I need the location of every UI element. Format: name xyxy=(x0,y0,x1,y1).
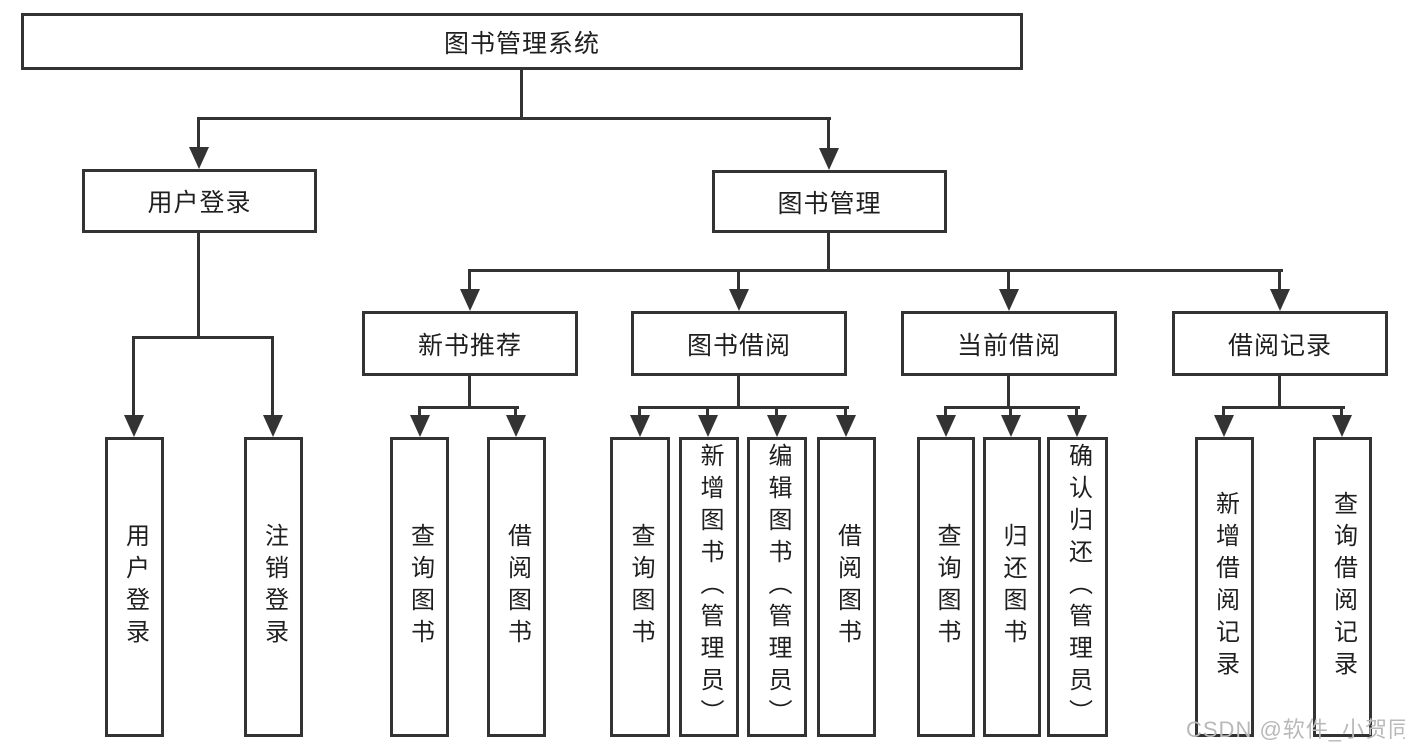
connector-line xyxy=(418,406,421,418)
connector-line xyxy=(638,406,849,409)
arrow-down-icon xyxy=(506,415,526,437)
leaf-label: 查询图书 xyxy=(406,523,434,651)
leaf-add-books-admin: 新增图书（管理员） xyxy=(679,437,739,737)
node-label: 借阅记录 xyxy=(1227,331,1332,360)
connector-line xyxy=(1340,406,1343,418)
leaf-user-login: 用户登录 xyxy=(105,437,164,737)
arrow-down-icon xyxy=(410,415,430,437)
leaf-query-books-current: 查询图书 xyxy=(917,437,975,737)
connector-line xyxy=(197,233,200,339)
connector-line xyxy=(827,117,830,150)
connector-line xyxy=(520,70,523,120)
node-user-login: 用户登录 xyxy=(82,169,317,233)
leaf-label: 借阅图书 xyxy=(833,523,861,651)
leaf-edit-books-admin: 编辑图书（管理员） xyxy=(747,437,807,737)
arrow-down-icon xyxy=(1332,415,1352,437)
leaf-query-books-recommend: 查询图书 xyxy=(390,437,449,737)
arrow-down-icon xyxy=(729,289,749,311)
arrow-down-icon xyxy=(1001,415,1021,437)
leaf-label: 归还图书 xyxy=(999,523,1026,651)
arrow-down-icon xyxy=(263,415,283,437)
connector-line xyxy=(706,406,709,418)
leaf-borrow-books: 借阅图书 xyxy=(817,437,876,737)
arrow-down-icon xyxy=(1270,289,1290,311)
arrow-down-icon xyxy=(124,415,144,437)
arrow-down-icon xyxy=(189,147,209,169)
leaf-label: 新增借阅记录 xyxy=(1211,491,1239,683)
arrow-down-icon xyxy=(819,148,839,170)
node-library-system: 图书管理系统 xyxy=(21,13,1023,70)
node-new-book-recommend: 新书推荐 xyxy=(362,311,578,376)
arrow-down-icon xyxy=(936,415,956,437)
connector-line xyxy=(197,117,831,120)
leaf-confirm-return-admin: 确认归还（管理员） xyxy=(1047,437,1108,737)
node-current-borrowing: 当前借阅 xyxy=(901,311,1117,376)
node-label: 图书借阅 xyxy=(686,331,791,360)
node-book-borrowing: 图书借阅 xyxy=(631,311,847,376)
connector-line xyxy=(944,406,1080,409)
leaf-add-borrow-record: 新增借阅记录 xyxy=(1195,437,1254,737)
connector-line xyxy=(1222,406,1225,418)
connector-line xyxy=(775,406,778,418)
connector-line xyxy=(514,406,517,418)
connector-line xyxy=(271,336,274,418)
leaf-return-books: 归还图书 xyxy=(983,437,1041,737)
node-label: 图书管理 xyxy=(777,189,882,218)
arrow-down-icon xyxy=(698,415,718,437)
connector-line xyxy=(1278,269,1281,291)
leaf-logout: 注销登录 xyxy=(244,437,303,737)
leaf-label: 注销登录 xyxy=(260,523,288,651)
node-label: 当前借阅 xyxy=(956,331,1061,360)
connector-line xyxy=(1007,269,1010,291)
leaf-label: 新增图书（管理员） xyxy=(696,443,723,731)
leaf-label: 查询借阅记录 xyxy=(1329,491,1357,683)
node-label: 新书推荐 xyxy=(417,331,522,360)
arrow-down-icon xyxy=(630,415,650,437)
connector-line xyxy=(197,117,200,150)
arrow-down-icon xyxy=(1067,415,1087,437)
connector-line xyxy=(418,406,519,409)
node-borrowing-records: 借阅记录 xyxy=(1172,311,1388,376)
leaf-label: 查询图书 xyxy=(627,523,654,651)
connector-line xyxy=(468,376,471,409)
connector-line xyxy=(468,269,1283,272)
arrow-down-icon xyxy=(767,415,787,437)
leaf-query-books-borrowing: 查询图书 xyxy=(610,437,670,737)
connector-line xyxy=(1278,376,1281,409)
connector-line xyxy=(1075,406,1078,418)
arrow-down-icon xyxy=(1214,415,1234,437)
connector-line xyxy=(132,336,135,418)
connector-line xyxy=(737,269,740,291)
connector-line xyxy=(944,406,947,418)
leaf-label: 编辑图书（管理员） xyxy=(764,443,791,731)
connector-line xyxy=(844,406,847,418)
connector-line xyxy=(827,233,830,272)
node-label: 用户登录 xyxy=(147,189,252,217)
connector-line xyxy=(737,376,740,409)
arrow-down-icon xyxy=(999,289,1019,311)
connector-line xyxy=(1007,376,1010,409)
leaf-label: 确认归还（管理员） xyxy=(1064,443,1092,731)
arrow-down-icon xyxy=(836,415,856,437)
leaf-query-borrow-record: 查询借阅记录 xyxy=(1313,437,1372,737)
connector-line xyxy=(132,336,274,339)
node-label: 图书管理系统 xyxy=(443,29,600,58)
leaf-label: 借阅图书 xyxy=(503,523,531,651)
connector-line xyxy=(1009,406,1012,418)
connector-line xyxy=(468,269,471,291)
node-book-management: 图书管理 xyxy=(712,170,947,233)
leaf-borrow-books-recommend: 借阅图书 xyxy=(487,437,546,737)
csdn-watermark: CSDN @软件_小贺同学 xyxy=(1186,717,1405,742)
arrow-down-icon xyxy=(460,289,480,311)
leaf-label: 查询图书 xyxy=(933,523,960,651)
leaf-label: 用户登录 xyxy=(121,523,149,651)
connector-line xyxy=(1222,406,1345,409)
connector-line xyxy=(638,406,641,418)
